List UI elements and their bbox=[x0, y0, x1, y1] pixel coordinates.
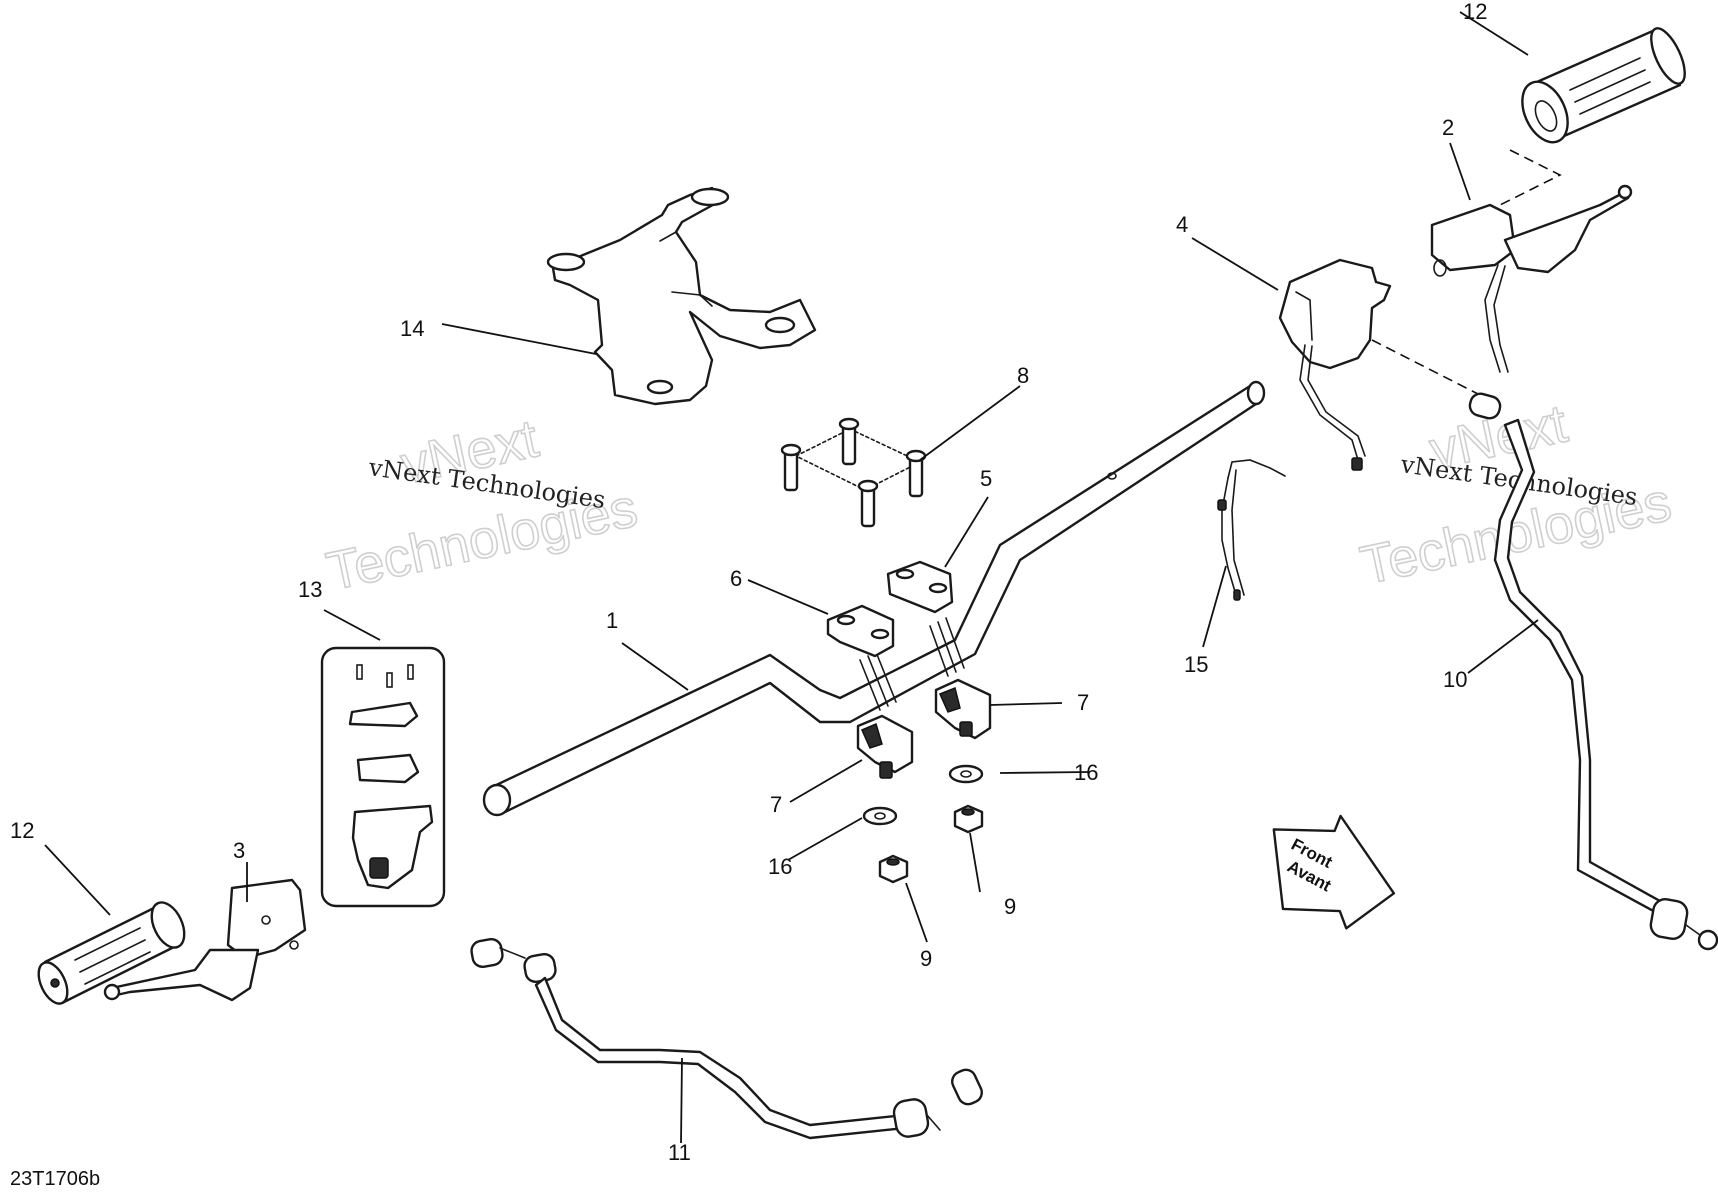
washer-right-part bbox=[948, 764, 984, 784]
grip-left-part bbox=[37, 901, 186, 1005]
callout-switch-housing: 4 bbox=[1176, 212, 1188, 237]
callout-handlebar: 1 bbox=[606, 608, 618, 633]
callout-riser-left: 7 bbox=[770, 792, 782, 817]
wire-harness-part bbox=[1217, 459, 1286, 601]
callout-nut-right: 9 bbox=[1004, 894, 1016, 919]
upper-clamp-right-part bbox=[886, 560, 954, 614]
callout-bracket: 14 bbox=[400, 316, 424, 341]
cable-left-part bbox=[470, 937, 983, 1140]
leader-lines bbox=[44, 11, 1539, 1144]
callout-cable-left: 11 bbox=[668, 1140, 691, 1165]
switch-assembly-line bbox=[1371, 339, 1481, 396]
callout-riser-right: 7 bbox=[1077, 690, 1089, 715]
callout-washer-left: 16 bbox=[768, 854, 792, 879]
handlebar-part bbox=[482, 380, 1266, 817]
callout-brake-lever-left: 3 bbox=[233, 838, 245, 863]
screws-part bbox=[780, 417, 927, 528]
riser-left-part bbox=[856, 714, 914, 779]
callout-upper-clamp-right: 5 bbox=[980, 466, 992, 491]
front-direction-arrow: Front Avant bbox=[1272, 814, 1396, 930]
switch-housing-part bbox=[1278, 258, 1392, 471]
callout-nut-left: 9 bbox=[920, 946, 932, 971]
callout-labels: 1 2 3 4 5 6 7 7 8 9 9 10 11 12 12 13 14 … bbox=[10, 0, 1487, 1165]
callout-brake-lever-right: 2 bbox=[1442, 115, 1454, 140]
riser-right-part bbox=[934, 678, 992, 740]
callout-cable-right: 10 bbox=[1443, 667, 1467, 692]
lever-kit-part bbox=[320, 646, 446, 908]
watermark-left: vNext Technologies vNext Technologies bbox=[321, 408, 643, 603]
upper-clamp-left-part bbox=[826, 604, 895, 658]
grip-right-part bbox=[1521, 27, 1686, 144]
callout-washer-right: 16 bbox=[1074, 760, 1098, 785]
nut-right-part bbox=[953, 804, 984, 834]
washer-left-part bbox=[862, 806, 898, 826]
callout-grip-left: 12 bbox=[10, 818, 34, 843]
callout-upper-clamp-left: 6 bbox=[730, 566, 742, 591]
callout-lever-kit: 13 bbox=[298, 577, 322, 602]
brake-lever-right-part bbox=[1430, 184, 1633, 373]
callout-grip-right: 12 bbox=[1463, 0, 1487, 24]
callout-screws: 8 bbox=[1017, 363, 1029, 388]
grip-assembly-line bbox=[1499, 149, 1562, 206]
diagram-code: 23T1706b bbox=[10, 1168, 100, 1190]
cable-right-part bbox=[1468, 392, 1718, 951]
bracket-part bbox=[546, 186, 817, 406]
callout-wire-harness: 15 bbox=[1184, 652, 1208, 677]
nut-left-part bbox=[878, 854, 909, 884]
